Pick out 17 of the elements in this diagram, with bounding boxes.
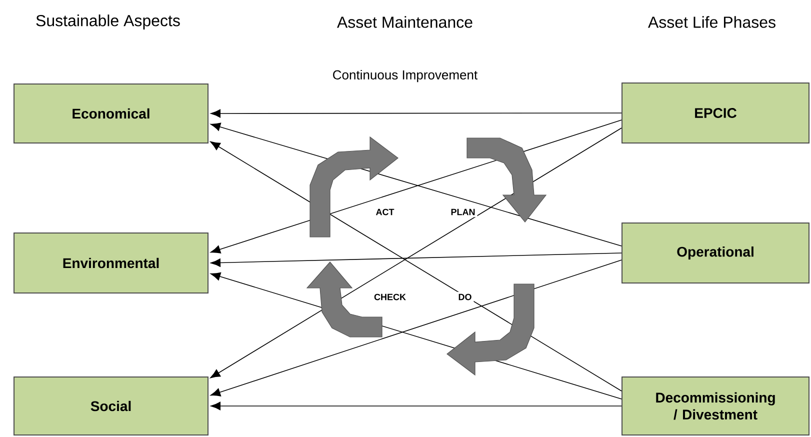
aspect-box: EPCIC <box>622 82 810 144</box>
arrow <box>210 109 622 118</box>
aspect-box: Decommissioning / Divestment <box>622 376 810 436</box>
column-heading: Asset Life Phases <box>648 16 776 28</box>
cycle-title: Continuous Improvement <box>333 70 478 82</box>
phase-label: ACT <box>374 206 396 218</box>
arrow <box>210 252 622 267</box>
column-heading: Asset Maintenance <box>337 16 472 28</box>
arrow <box>210 402 622 410</box>
aspect-box: Social <box>14 376 208 436</box>
aspect-box: Environmental <box>14 232 208 294</box>
phase-label: DO <box>456 292 474 302</box>
column-heading: Sustainable Aspects <box>36 14 180 30</box>
aspect-box: Operational <box>622 222 810 284</box>
phase-label: CHECK <box>372 292 408 302</box>
aspect-box: Economical <box>14 84 208 144</box>
phase-label: PLAN <box>448 206 478 218</box>
